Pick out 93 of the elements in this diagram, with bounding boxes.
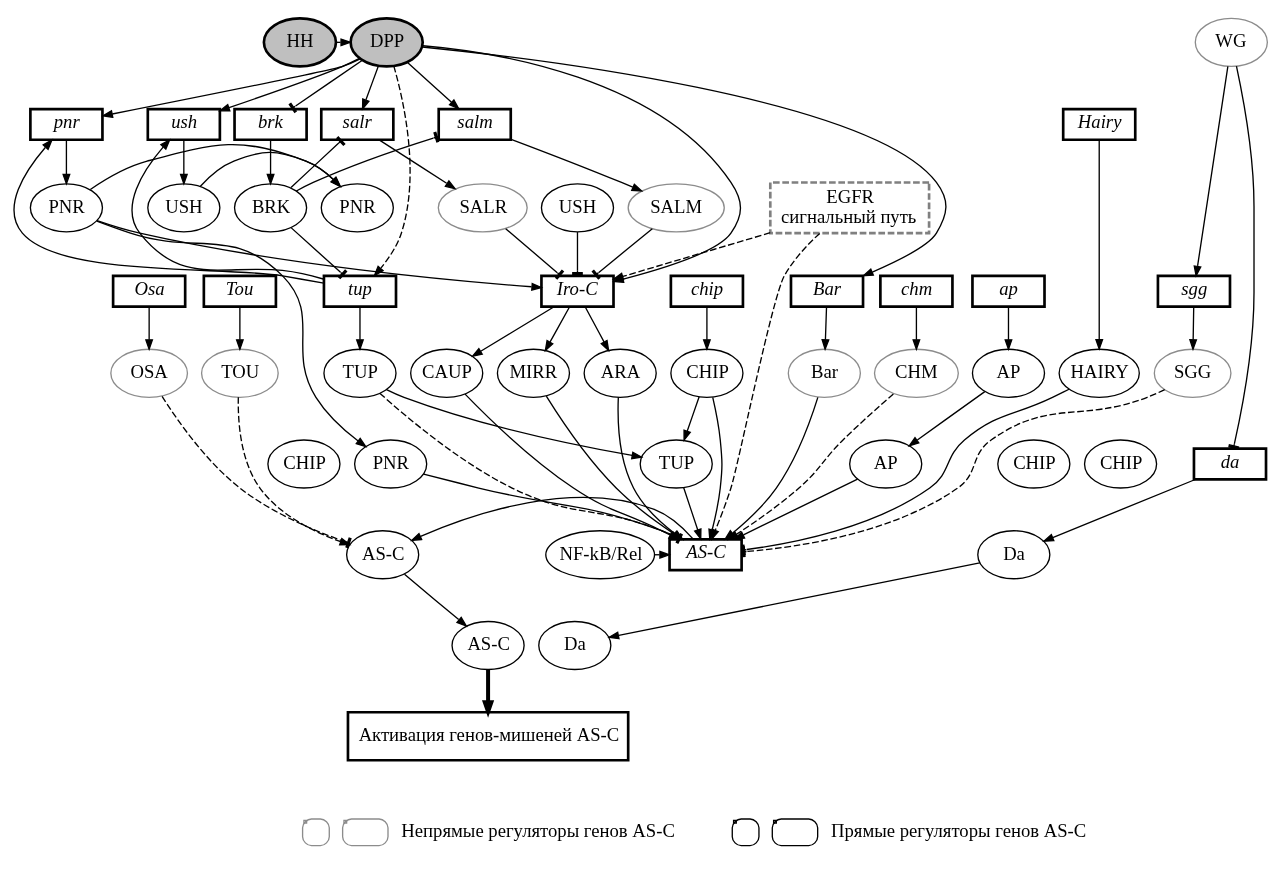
node-box: chip xyxy=(669,274,745,308)
arrow xyxy=(403,573,468,627)
legend-label: Непрямые регуляторы генов AS-C xyxy=(401,819,675,841)
node-ellipse: CHIP xyxy=(997,438,1071,489)
node-ellipse: Da xyxy=(538,620,612,670)
node-box: Osa xyxy=(111,274,187,308)
node-ellipse: HAIRY xyxy=(1058,348,1140,398)
arrow xyxy=(821,305,830,351)
connector xyxy=(161,395,352,548)
node-box: salr xyxy=(319,107,395,141)
node-box: Tou xyxy=(202,274,278,308)
arrow xyxy=(131,137,325,280)
arrow xyxy=(13,138,325,284)
connector xyxy=(288,59,363,113)
connector xyxy=(295,131,440,192)
connector xyxy=(290,226,348,279)
node-box: Активация генов-мишеней AS-C xyxy=(346,710,630,762)
node-box: Iro-C xyxy=(540,274,615,308)
node-ellipse: BRK xyxy=(233,182,308,232)
node-ellipse: CHIP xyxy=(670,348,744,398)
arrow xyxy=(406,61,461,110)
arrow xyxy=(584,305,610,352)
arrow xyxy=(482,669,495,718)
arrow xyxy=(607,561,981,639)
arrow xyxy=(335,37,353,47)
arrow xyxy=(237,396,352,545)
node-ellipse: AP xyxy=(971,348,1046,398)
node-ellipse: PNR xyxy=(320,182,394,232)
node-box: salm xyxy=(437,107,513,141)
node-box: sgg xyxy=(1156,274,1232,308)
node-box: chm xyxy=(879,274,954,308)
node-ellipse: SGG xyxy=(1153,348,1232,398)
arrow xyxy=(218,57,361,112)
node-box: ush xyxy=(146,107,222,141)
arrow xyxy=(1095,138,1104,351)
node-ellipse: Da xyxy=(977,529,1051,579)
arrow xyxy=(912,305,921,351)
node-ellipse: MIRR xyxy=(496,348,571,398)
node-box: Bar xyxy=(789,274,865,308)
arrow xyxy=(266,138,275,186)
arrow xyxy=(1042,478,1196,542)
node-ellipse: Bar xyxy=(787,348,862,398)
arrow xyxy=(96,219,544,291)
node-ellipse: TUP xyxy=(639,438,713,489)
node-ellipse: CHIP xyxy=(1083,438,1158,489)
arrow xyxy=(544,305,571,352)
node-ellipse: NF-kB/Rel xyxy=(545,529,656,579)
arrow xyxy=(361,64,380,111)
node-ellipse: AS-C xyxy=(451,620,525,670)
node-ellipse: ARA xyxy=(583,348,657,398)
arrow xyxy=(682,486,702,541)
connector xyxy=(290,135,346,188)
node-box: Hairy xyxy=(1061,107,1137,141)
arrow xyxy=(378,138,457,190)
node-box: ap xyxy=(971,274,1046,308)
node-ellipse: TOU xyxy=(200,348,279,398)
arrow xyxy=(144,305,154,351)
arrow xyxy=(100,57,361,118)
node-ellipse: USH xyxy=(147,182,221,232)
arrow xyxy=(1188,305,1198,351)
arrow xyxy=(907,390,986,447)
node-box: da xyxy=(1192,446,1268,481)
arrow xyxy=(179,138,189,186)
node-ellipse: PNR xyxy=(29,182,104,232)
arrow xyxy=(96,220,368,448)
legend-label: Прямые регуляторы генов AS-C xyxy=(831,819,1087,841)
connector xyxy=(1228,65,1255,450)
node-ellipse: HH xyxy=(262,16,338,68)
arrow xyxy=(683,395,700,442)
node-ellipse: SALR xyxy=(437,182,528,232)
node-ellipse: DPP xyxy=(349,16,425,68)
node-ellipse: WG xyxy=(1194,17,1268,67)
arrow xyxy=(199,151,342,188)
node-box: tup xyxy=(322,274,398,308)
connector xyxy=(591,227,653,280)
node-ellipse: TUP xyxy=(323,348,397,398)
arrow xyxy=(470,305,555,357)
arrow xyxy=(611,231,771,280)
arrow xyxy=(1193,65,1229,278)
node-ellipse: CHM xyxy=(873,348,959,398)
arrow xyxy=(510,138,644,192)
node-box: pnr xyxy=(29,107,104,141)
arrow xyxy=(89,143,342,190)
arrow xyxy=(385,388,644,459)
node-ellipse: OSA xyxy=(110,348,189,398)
arrow xyxy=(355,305,365,351)
node-ellipse: USH xyxy=(540,182,615,232)
arrow xyxy=(235,305,245,351)
node-box: EGFR сигнальный путь xyxy=(768,180,931,234)
arrow xyxy=(62,138,71,186)
arrow xyxy=(702,305,712,351)
node-ellipse: CHIP xyxy=(267,438,341,489)
arrow xyxy=(1004,305,1013,351)
